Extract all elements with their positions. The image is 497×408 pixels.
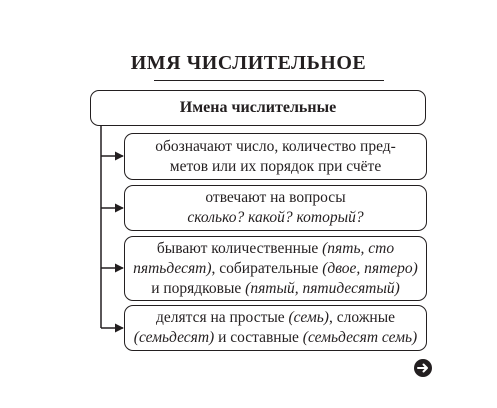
example-text: (пятый, пятидесятый) bbox=[245, 279, 400, 297]
example-text: (семьдесят) bbox=[133, 329, 215, 346]
item-box-questions: отвечают на вопросы сколько? какой? котор… bbox=[124, 185, 427, 231]
example-text: сколько? какой? который? bbox=[187, 209, 364, 226]
item-text: бывают количественные bbox=[156, 239, 323, 257]
item-text-line: бывают количественные (пять, сто bbox=[157, 239, 394, 259]
item-text-line: метов или их порядок при счёте bbox=[170, 157, 381, 177]
item-text-line: и порядковые (пятый, пятидесятый) bbox=[151, 279, 400, 299]
example-text: (пять, сто bbox=[322, 239, 395, 257]
item-text: делятся на простые bbox=[155, 309, 289, 326]
item-text: обозначают число, количество пред- bbox=[155, 137, 396, 155]
item-text-line: (семьдесят) и составные (семьдесят семь) bbox=[134, 328, 417, 348]
example-text: (двое, пятеро) bbox=[322, 259, 418, 277]
item-text: метов или их порядок при счёте bbox=[169, 157, 382, 175]
item-text-line: делятся на простые (семь), сложные bbox=[156, 308, 395, 328]
example-text: (семьдесят семь) bbox=[302, 329, 418, 346]
example-text: (семь) bbox=[288, 309, 329, 326]
item-box-structure: делятся на простые (семь), сложные(семьд… bbox=[124, 305, 427, 351]
item-text: , сложные bbox=[328, 309, 395, 326]
example-text: пятьдесят) bbox=[133, 259, 212, 277]
item-box-meaning: обозначают число, количество пред-метов … bbox=[124, 133, 427, 180]
item-text-line: пятьдесят), собирательные (двое, пятеро) bbox=[133, 259, 418, 279]
title-underline bbox=[154, 80, 384, 81]
diagram-title: ИМЯ ЧИСЛИТЕЛЬНОЕ bbox=[130, 52, 367, 74]
next-page-arrow-icon[interactable] bbox=[412, 357, 434, 379]
header-box: Имена числительные bbox=[90, 90, 426, 126]
item-text-line: обозначают число, количество пред- bbox=[155, 137, 396, 157]
item-text-line: отвечают на вопросы bbox=[205, 188, 345, 208]
item-text: и порядковые bbox=[151, 279, 246, 297]
item-text-line: сколько? какой? который? bbox=[187, 208, 363, 228]
item-text: , собирательные bbox=[211, 259, 323, 277]
item-text: отвечают на вопросы bbox=[205, 189, 346, 206]
header-label: Имена числительные bbox=[179, 99, 337, 116]
item-text: и составные bbox=[214, 329, 303, 346]
